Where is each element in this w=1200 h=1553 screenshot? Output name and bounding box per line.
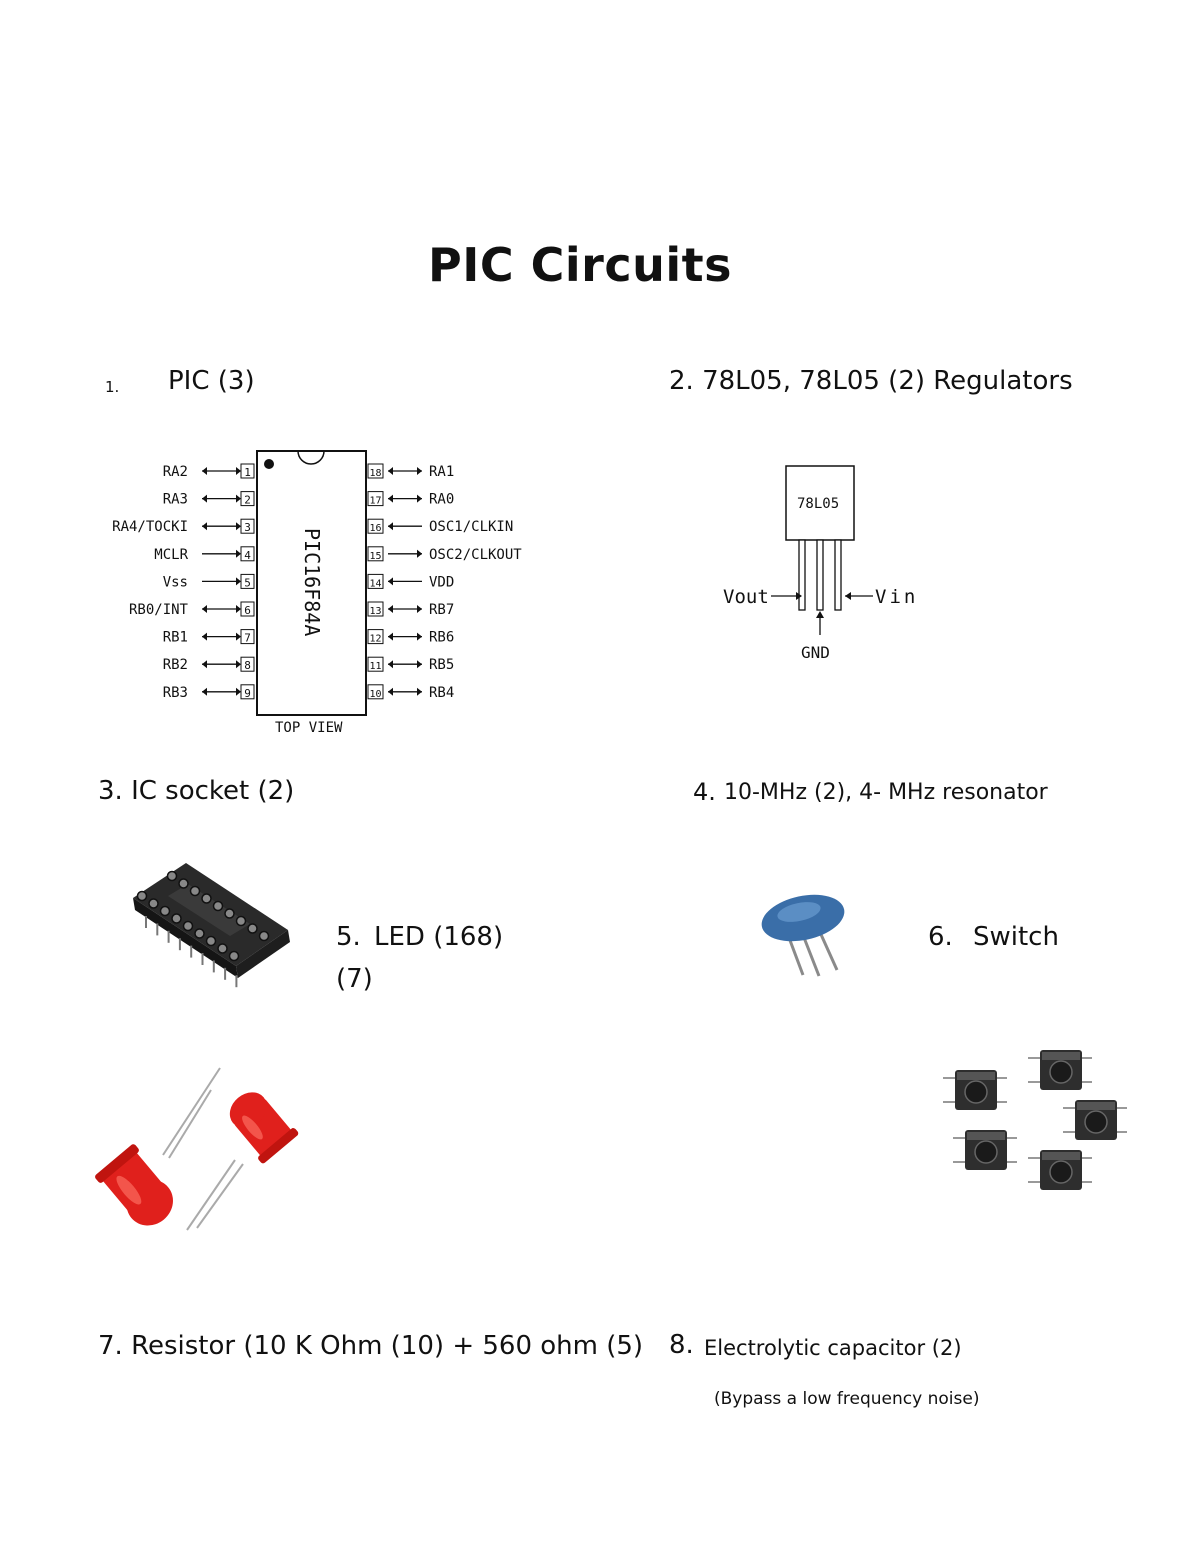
pin-number: 15 (369, 551, 381, 562)
item-5-label: LED (168) (374, 922, 504, 952)
pin-name: VDD (429, 574, 454, 590)
pin-name: RB0/INT (129, 602, 189, 618)
pin-number: 6 (244, 604, 251, 617)
pin-number: 1 (244, 466, 251, 479)
gnd-label: GND (801, 643, 830, 662)
pin-name: RA4/TOCKI (112, 519, 188, 535)
item-2-label: 2. 78L05, 78L05 (2) Regulators (669, 366, 1073, 396)
item-5-number: 5. (336, 922, 361, 952)
pin-12: 12 RB6 (367, 629, 454, 646)
pin-name: RB4 (429, 685, 454, 701)
pin-name: RB6 (429, 630, 454, 646)
pin-15: 15 OSC2/CLKOUT (367, 546, 522, 563)
pin-1: 1 RA2 (163, 463, 255, 480)
item-1-label: PIC (3) (168, 366, 255, 396)
pin-13: 13 RB7 (367, 601, 454, 618)
pin-number: 12 (369, 634, 381, 645)
lead-vout (798, 539, 806, 611)
pin-number: 11 (369, 661, 381, 672)
vout-label: Vout (723, 586, 769, 608)
item-4-number: 4. (693, 778, 716, 806)
pin-number: 10 (369, 689, 381, 700)
chip-body (256, 450, 367, 716)
pin-6: 6 RB0/INT (129, 601, 255, 618)
pin-7: 7 RB1 (163, 629, 255, 646)
pin-2: 2 RA3 (163, 491, 255, 508)
pin-name: RA3 (163, 492, 188, 508)
regulator-diagram: 78L05 Vout Vin GND (723, 465, 918, 662)
pin-17: 17 RA0 (367, 491, 454, 508)
page-title: PIC Circuits (428, 238, 732, 292)
pin-name: RA2 (163, 464, 188, 480)
item-8-label: Electrolytic capacitor (2) (704, 1336, 962, 1360)
lead-vin (834, 539, 842, 611)
pin-name: RB1 (163, 630, 188, 646)
ic-socket-image (133, 863, 290, 988)
pin-number: 8 (244, 659, 251, 672)
pic-pinout-diagram: PIC16F84A TOP VIEW 1 RA2 2 RA3 3 RA4/TOCKI 4 MC… (112, 450, 522, 736)
pin-number: 2 (244, 494, 251, 507)
chip-notch (297, 450, 325, 465)
pin-name: Vss (163, 574, 188, 590)
led-image (95, 1067, 299, 1231)
pin-number: 4 (244, 549, 251, 562)
pin-3: 3 RA4/TOCKI (112, 518, 255, 535)
item-4-label: 10-MHz (2), 4- MHz resonator (724, 780, 1048, 805)
pin1-dot (264, 459, 274, 469)
item-6-number: 6. (928, 922, 953, 952)
pin-number: 5 (244, 576, 251, 589)
pin-name: RB2 (163, 657, 188, 673)
pin-8: 8 RB2 (163, 656, 255, 673)
chip-view-label: TOP VIEW (275, 720, 343, 736)
lead-gnd (816, 539, 824, 611)
pin-4: 4 MCLR (154, 546, 255, 563)
pin-16: 16 OSC1/CLKIN (367, 518, 513, 535)
pin-9: 9 RB3 (163, 684, 255, 701)
pin-name: RB5 (429, 657, 454, 673)
item-5-label-line2: (7) (336, 964, 373, 994)
pin-number: 3 (244, 521, 251, 534)
regulator-part-label: 78L05 (797, 496, 839, 512)
regulator-body (785, 465, 855, 541)
pin-5: 5 Vss (163, 573, 255, 590)
item-3-label: 3. IC socket (2) (98, 776, 295, 806)
pin-18: 18 RA1 (367, 463, 454, 480)
pin-number: 17 (369, 496, 381, 507)
pin-number: 13 (369, 606, 381, 617)
item-8-note: (Bypass a low frequency noise) (714, 1389, 980, 1409)
pin-name: RB3 (163, 685, 188, 701)
pin-name: MCLR (154, 547, 188, 563)
pin-number: 7 (244, 632, 251, 645)
pin-number: 9 (244, 687, 251, 700)
pin-name: OSC2/CLKOUT (429, 547, 522, 563)
pin-name: OSC1/CLKIN (429, 519, 513, 535)
chip-name: PIC16F84A (300, 528, 324, 636)
item-1-number: 1. (105, 378, 120, 396)
pin-name: RA1 (429, 464, 454, 480)
pin-number: 14 (369, 578, 381, 589)
pin-14: 14 VDD (367, 573, 454, 590)
pin-number: 16 (369, 523, 381, 534)
pin-11: 11 RB5 (367, 656, 454, 673)
item-8-number: 8. (669, 1330, 694, 1360)
pin-name: RB7 (429, 602, 454, 618)
item-6-label: Switch (973, 922, 1059, 952)
resonator-image (761, 894, 845, 977)
pin-10: 10 RB4 (367, 684, 454, 701)
switch-image (943, 1050, 1127, 1190)
item-7-label: 7. Resistor (10 K Ohm (10) + 560 ohm (5) (98, 1331, 644, 1361)
vin-label: Vin (875, 586, 918, 608)
pin-number: 18 (369, 468, 381, 479)
pin-name: RA0 (429, 492, 454, 508)
